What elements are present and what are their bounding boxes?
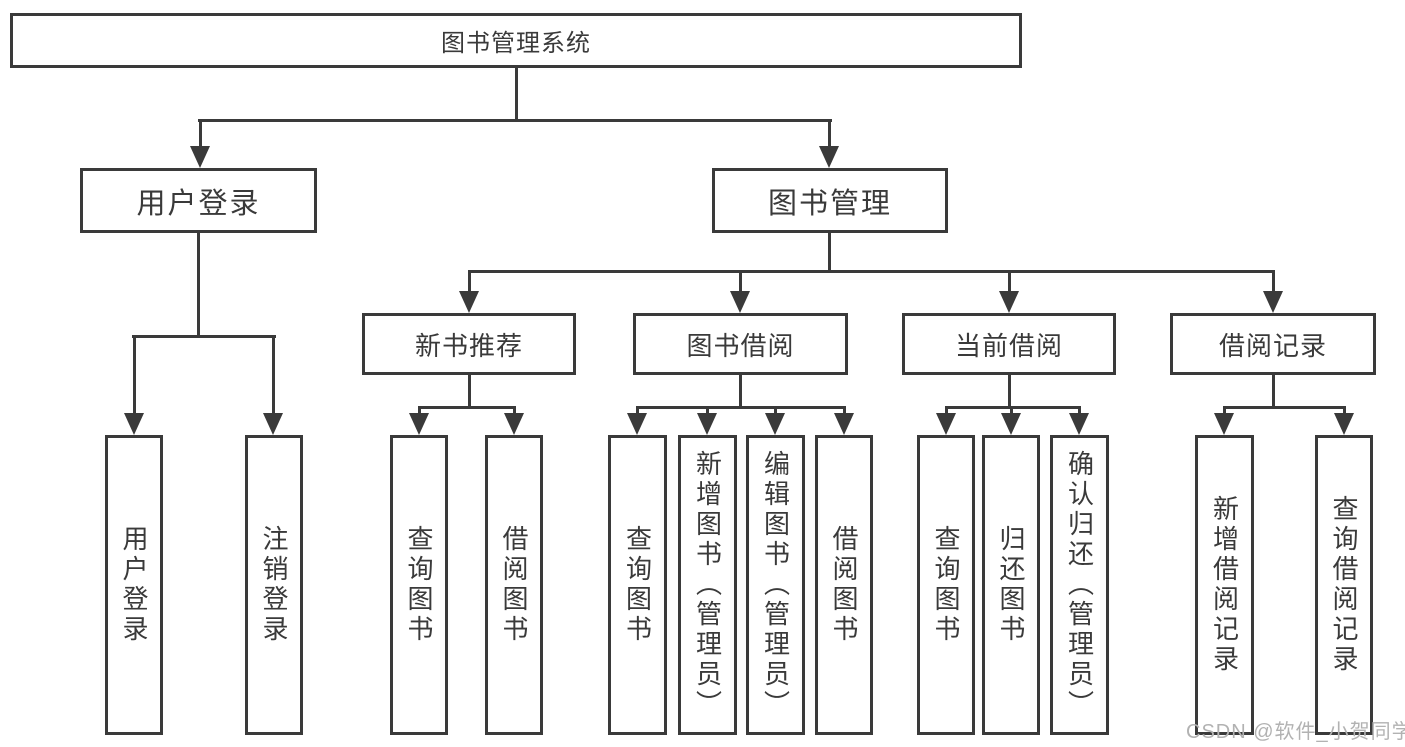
leaf-confirm-return-admin-label: 确认归还（管理员）	[1064, 450, 1095, 720]
leaf-add-borrow-record: 新增借阅记录	[1195, 435, 1254, 735]
leaf-query-books-3-label: 查询图书	[931, 525, 961, 645]
arrow-down-icon	[936, 413, 956, 435]
connector-drop	[843, 406, 846, 416]
connector-stub	[197, 233, 200, 338]
arrow-down-icon	[504, 413, 524, 435]
leaf-borrow-books-2: 借阅图书	[815, 435, 873, 735]
node-root: 图书管理系统	[10, 13, 1022, 68]
leaf-query-borrow-record: 查询借阅记录	[1315, 435, 1373, 735]
connector-trunk	[515, 68, 518, 122]
leaf-query-books-3: 查询图书	[917, 435, 975, 735]
leaf-query-books-2: 查询图书	[608, 435, 667, 735]
node-root-label: 图书管理系统	[441, 30, 591, 57]
arrow-down-icon	[627, 413, 647, 435]
connector-drop	[1343, 406, 1346, 416]
connector-stub	[739, 375, 742, 409]
arrow-down-icon	[1069, 413, 1089, 435]
arrow-down-icon	[834, 413, 854, 435]
connector-drop	[1223, 406, 1226, 416]
leaf-query-borrow-record-label: 查询借阅记录	[1329, 495, 1359, 675]
connector-h4	[1223, 406, 1345, 409]
node-new-book-recommend-label: 新书推荐	[414, 330, 523, 361]
connector-stub	[468, 375, 471, 409]
connector-drop	[636, 406, 639, 416]
connector-stub	[828, 233, 831, 273]
connector-drop	[1272, 270, 1275, 294]
leaf-borrow-books-label: 借阅图书	[499, 525, 529, 645]
node-borrow-records: 借阅记录	[1170, 313, 1376, 375]
connector-h4	[636, 406, 845, 409]
leaf-query-books: 查询图书	[390, 435, 448, 735]
node-book-borrow: 图书借阅	[633, 313, 848, 375]
connector-drop	[1010, 406, 1013, 416]
node-book-borrow-label: 图书借阅	[686, 330, 795, 361]
leaf-add-borrow-record-label: 新增借阅记录	[1209, 495, 1240, 675]
connector-drop	[828, 119, 831, 149]
connector-drop	[1078, 406, 1081, 416]
connector-stub	[1272, 375, 1275, 409]
arrow-down-icon	[1263, 291, 1283, 313]
leaf-query-books-label: 查询图书	[404, 525, 434, 645]
node-user-login: 用户登录	[80, 168, 317, 233]
arrow-down-icon	[819, 146, 839, 168]
node-borrow-records-label: 借阅记录	[1218, 330, 1327, 361]
leaf-edit-book-admin: 编辑图书（管理员）	[746, 435, 805, 735]
leaf-user-login-label: 用户登录	[119, 525, 149, 645]
node-current-borrow: 当前借阅	[902, 313, 1116, 375]
arrow-down-icon	[765, 413, 785, 435]
connector-drop	[706, 406, 709, 416]
connector-h4	[418, 406, 516, 409]
arrow-down-icon	[263, 413, 283, 435]
node-current-borrow-label: 当前借阅	[954, 330, 1063, 361]
connector-drop	[739, 270, 742, 294]
arrow-down-icon	[124, 413, 144, 435]
leaf-add-book-admin: 新增图书（管理员）	[678, 435, 737, 735]
arrow-down-icon	[730, 291, 750, 313]
connector-drop	[945, 406, 948, 416]
leaf-logout: 注销登录	[245, 435, 303, 735]
connector-h3	[468, 270, 1275, 273]
leaf-edit-book-admin-label: 编辑图书（管理员）	[760, 450, 791, 720]
arrow-down-icon	[999, 291, 1019, 313]
connector-drop	[418, 406, 421, 416]
node-book-management: 图书管理	[712, 168, 948, 233]
connector-h2	[132, 335, 276, 338]
arrow-down-icon	[697, 413, 717, 435]
node-book-management-label: 图书管理	[767, 187, 892, 220]
arrow-down-icon	[1334, 413, 1354, 435]
node-new-book-recommend: 新书推荐	[362, 313, 576, 375]
connector-drop	[199, 119, 202, 149]
arrow-down-icon	[1214, 413, 1234, 435]
connector-drop	[272, 335, 275, 417]
connector-drop	[1008, 270, 1011, 294]
leaf-user-login: 用户登录	[105, 435, 163, 735]
arrow-down-icon	[409, 413, 429, 435]
connector-drop	[774, 406, 777, 416]
node-user-login-label: 用户登录	[136, 187, 261, 220]
leaf-borrow-books: 借阅图书	[485, 435, 543, 735]
connector-h1	[198, 119, 832, 122]
connector-drop	[513, 406, 516, 416]
csdn-watermark: CSDN @软件_小贺同学	[1186, 721, 1405, 743]
connector-drop	[468, 270, 471, 294]
leaf-borrow-books-2-label: 借阅图书	[829, 525, 859, 645]
leaf-add-book-admin-label: 新增图书（管理员）	[692, 450, 723, 720]
connector-drop	[133, 335, 136, 417]
leaf-return-book-label: 归还图书	[996, 525, 1026, 645]
connector-stub	[1008, 375, 1011, 409]
leaf-logout-label: 注销登录	[259, 525, 289, 645]
arrow-down-icon	[459, 291, 479, 313]
leaf-return-book: 归还图书	[982, 435, 1040, 735]
leaf-confirm-return-admin: 确认归还（管理员）	[1050, 435, 1109, 735]
leaf-query-books-2-label: 查询图书	[622, 525, 653, 645]
arrow-down-icon	[190, 146, 210, 168]
arrow-down-icon	[1001, 413, 1021, 435]
